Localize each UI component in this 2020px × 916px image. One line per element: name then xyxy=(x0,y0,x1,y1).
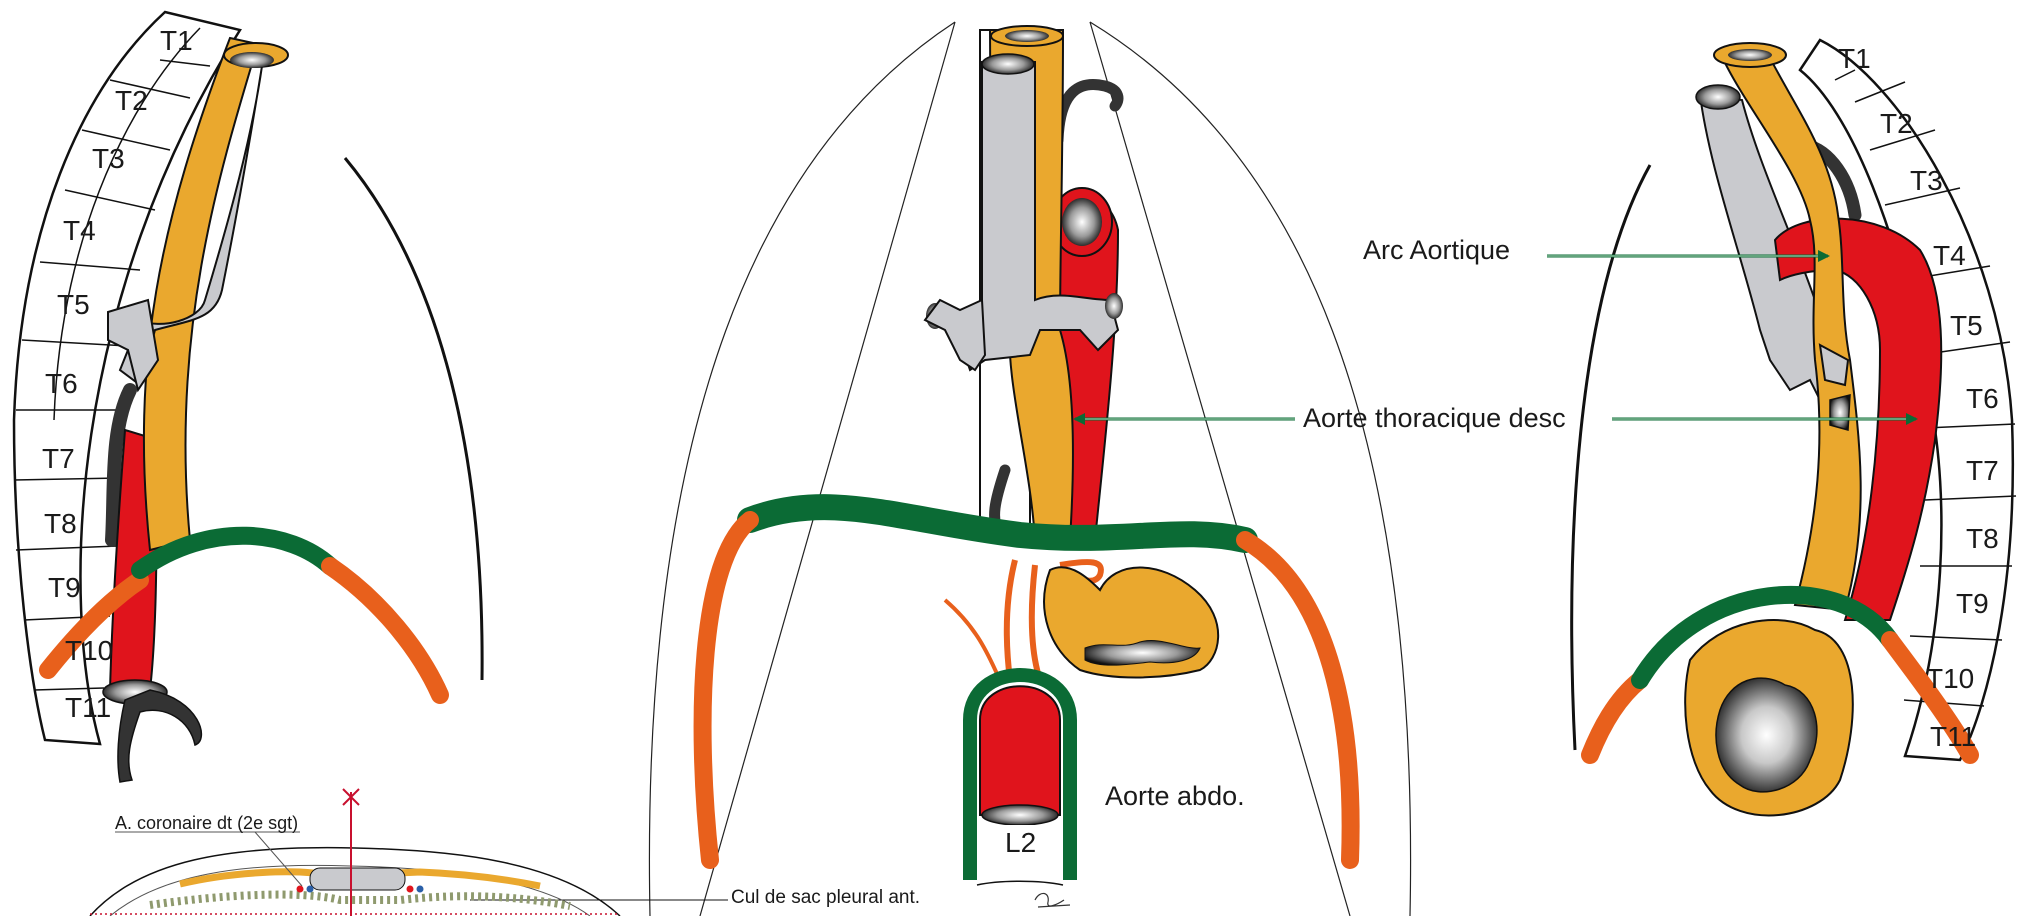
right-vertebra-label: T11 xyxy=(1930,721,1976,752)
left-vertebra-label: T1 xyxy=(160,25,193,56)
left-trachea-lumen xyxy=(230,52,274,68)
inset-coronary-dot xyxy=(307,886,314,893)
center-left-pleura-inner xyxy=(700,22,955,916)
left-vertebra-label: T2 xyxy=(115,85,148,116)
aorte-thoracique-label: Aorte thoracique desc xyxy=(1303,403,1566,433)
right-vertebra-label: T4 xyxy=(1933,240,1966,271)
center-diaphragm-edge-right xyxy=(1245,540,1351,860)
right-vertebra-label: T3 xyxy=(1910,165,1943,196)
cross-section-inset: A. coronaire dt (2e sgt) xyxy=(90,789,620,916)
left-vertebra-label: T4 xyxy=(63,215,96,246)
left-vertebra-label: T10 xyxy=(65,635,113,666)
inset-coronary-dot xyxy=(297,886,304,893)
right-vertebra-label: T1 xyxy=(1838,43,1871,74)
left-renal-vein xyxy=(118,690,201,782)
right-stomach-lumen xyxy=(1716,678,1817,792)
inset-coronary-dot xyxy=(407,886,414,893)
arc-aortique-label: Arc Aortique xyxy=(1363,235,1510,265)
right-trachea-lumen xyxy=(1696,85,1740,109)
left-vertebra-label: T9 xyxy=(48,572,81,603)
center-celiac-branch xyxy=(945,600,1000,680)
center-vein-arch xyxy=(1058,84,1118,140)
right-vertebra-label: T2 xyxy=(1880,108,1913,139)
inset-tissue-band xyxy=(150,895,570,906)
left-vertebra-label: T6 xyxy=(45,368,78,399)
center-bronchus-right-lumen xyxy=(1105,293,1123,319)
coronaire-leader xyxy=(255,832,302,886)
signature-mark xyxy=(1035,893,1070,907)
right-esophagus-lumen xyxy=(1728,49,1772,61)
aorte-thoracique-arrow-right xyxy=(1612,413,1918,425)
l2-label: L2 xyxy=(1005,827,1036,858)
center-aortic-arch-inner xyxy=(1062,198,1102,246)
right-vertebra-label: T6 xyxy=(1966,383,1999,414)
right-vertebra-label: T10 xyxy=(1926,663,1974,694)
center-celiac-branch xyxy=(1032,565,1040,680)
center-abdominal-aorta-lumen xyxy=(982,805,1058,825)
aorte-abdo-label: Aorte abdo. xyxy=(1105,781,1245,811)
center-esophagus-lumen xyxy=(1005,30,1049,42)
left-vertebra-label: T5 xyxy=(57,289,90,320)
right-lateral-view: T1 T2 T3 T4 T5 T6 T7 T8 T9 T10 T11 Arc A… xyxy=(1073,40,2016,815)
center-abdominal-aorta xyxy=(980,686,1060,815)
right-vertebra-label: T7 xyxy=(1966,455,1999,486)
left-diaphragm-edge-b xyxy=(330,566,440,695)
center-celiac-branch xyxy=(1007,560,1015,680)
center-left-bronchus xyxy=(925,300,985,370)
inset-sternum xyxy=(310,868,405,890)
right-bronchus-lumen xyxy=(1830,395,1850,430)
left-vertebra-label: T8 xyxy=(44,508,77,539)
right-vertebra-label: T8 xyxy=(1966,523,1999,554)
left-vertebra-label: T11 xyxy=(65,692,111,723)
center-trachea-top xyxy=(982,54,1034,74)
center-anterior-view: Aorte abdo. L2 Cul de sac pleural ant. xyxy=(470,22,1411,916)
left-vertebra-label: T7 xyxy=(42,443,75,474)
right-vertebra-label: T9 xyxy=(1956,588,1989,619)
cul-de-sac-label: Cul de sac pleural ant. xyxy=(731,887,920,908)
right-diaphragm-edge-a xyxy=(1590,680,1640,755)
left-vertebra-label: T3 xyxy=(92,143,125,174)
inset-coronary-dot xyxy=(417,886,424,893)
center-diaphragm-edge-left xyxy=(703,520,750,860)
right-lung-edge xyxy=(1572,165,1650,750)
coronaire-label: A. coronaire dt (2e sgt) xyxy=(115,813,298,833)
left-lateral-view: T1 T2 T3 T4 T5 T6 T7 T8 T9 T10 T11 xyxy=(14,12,482,782)
right-vertebra-label: T5 xyxy=(1950,310,1983,341)
